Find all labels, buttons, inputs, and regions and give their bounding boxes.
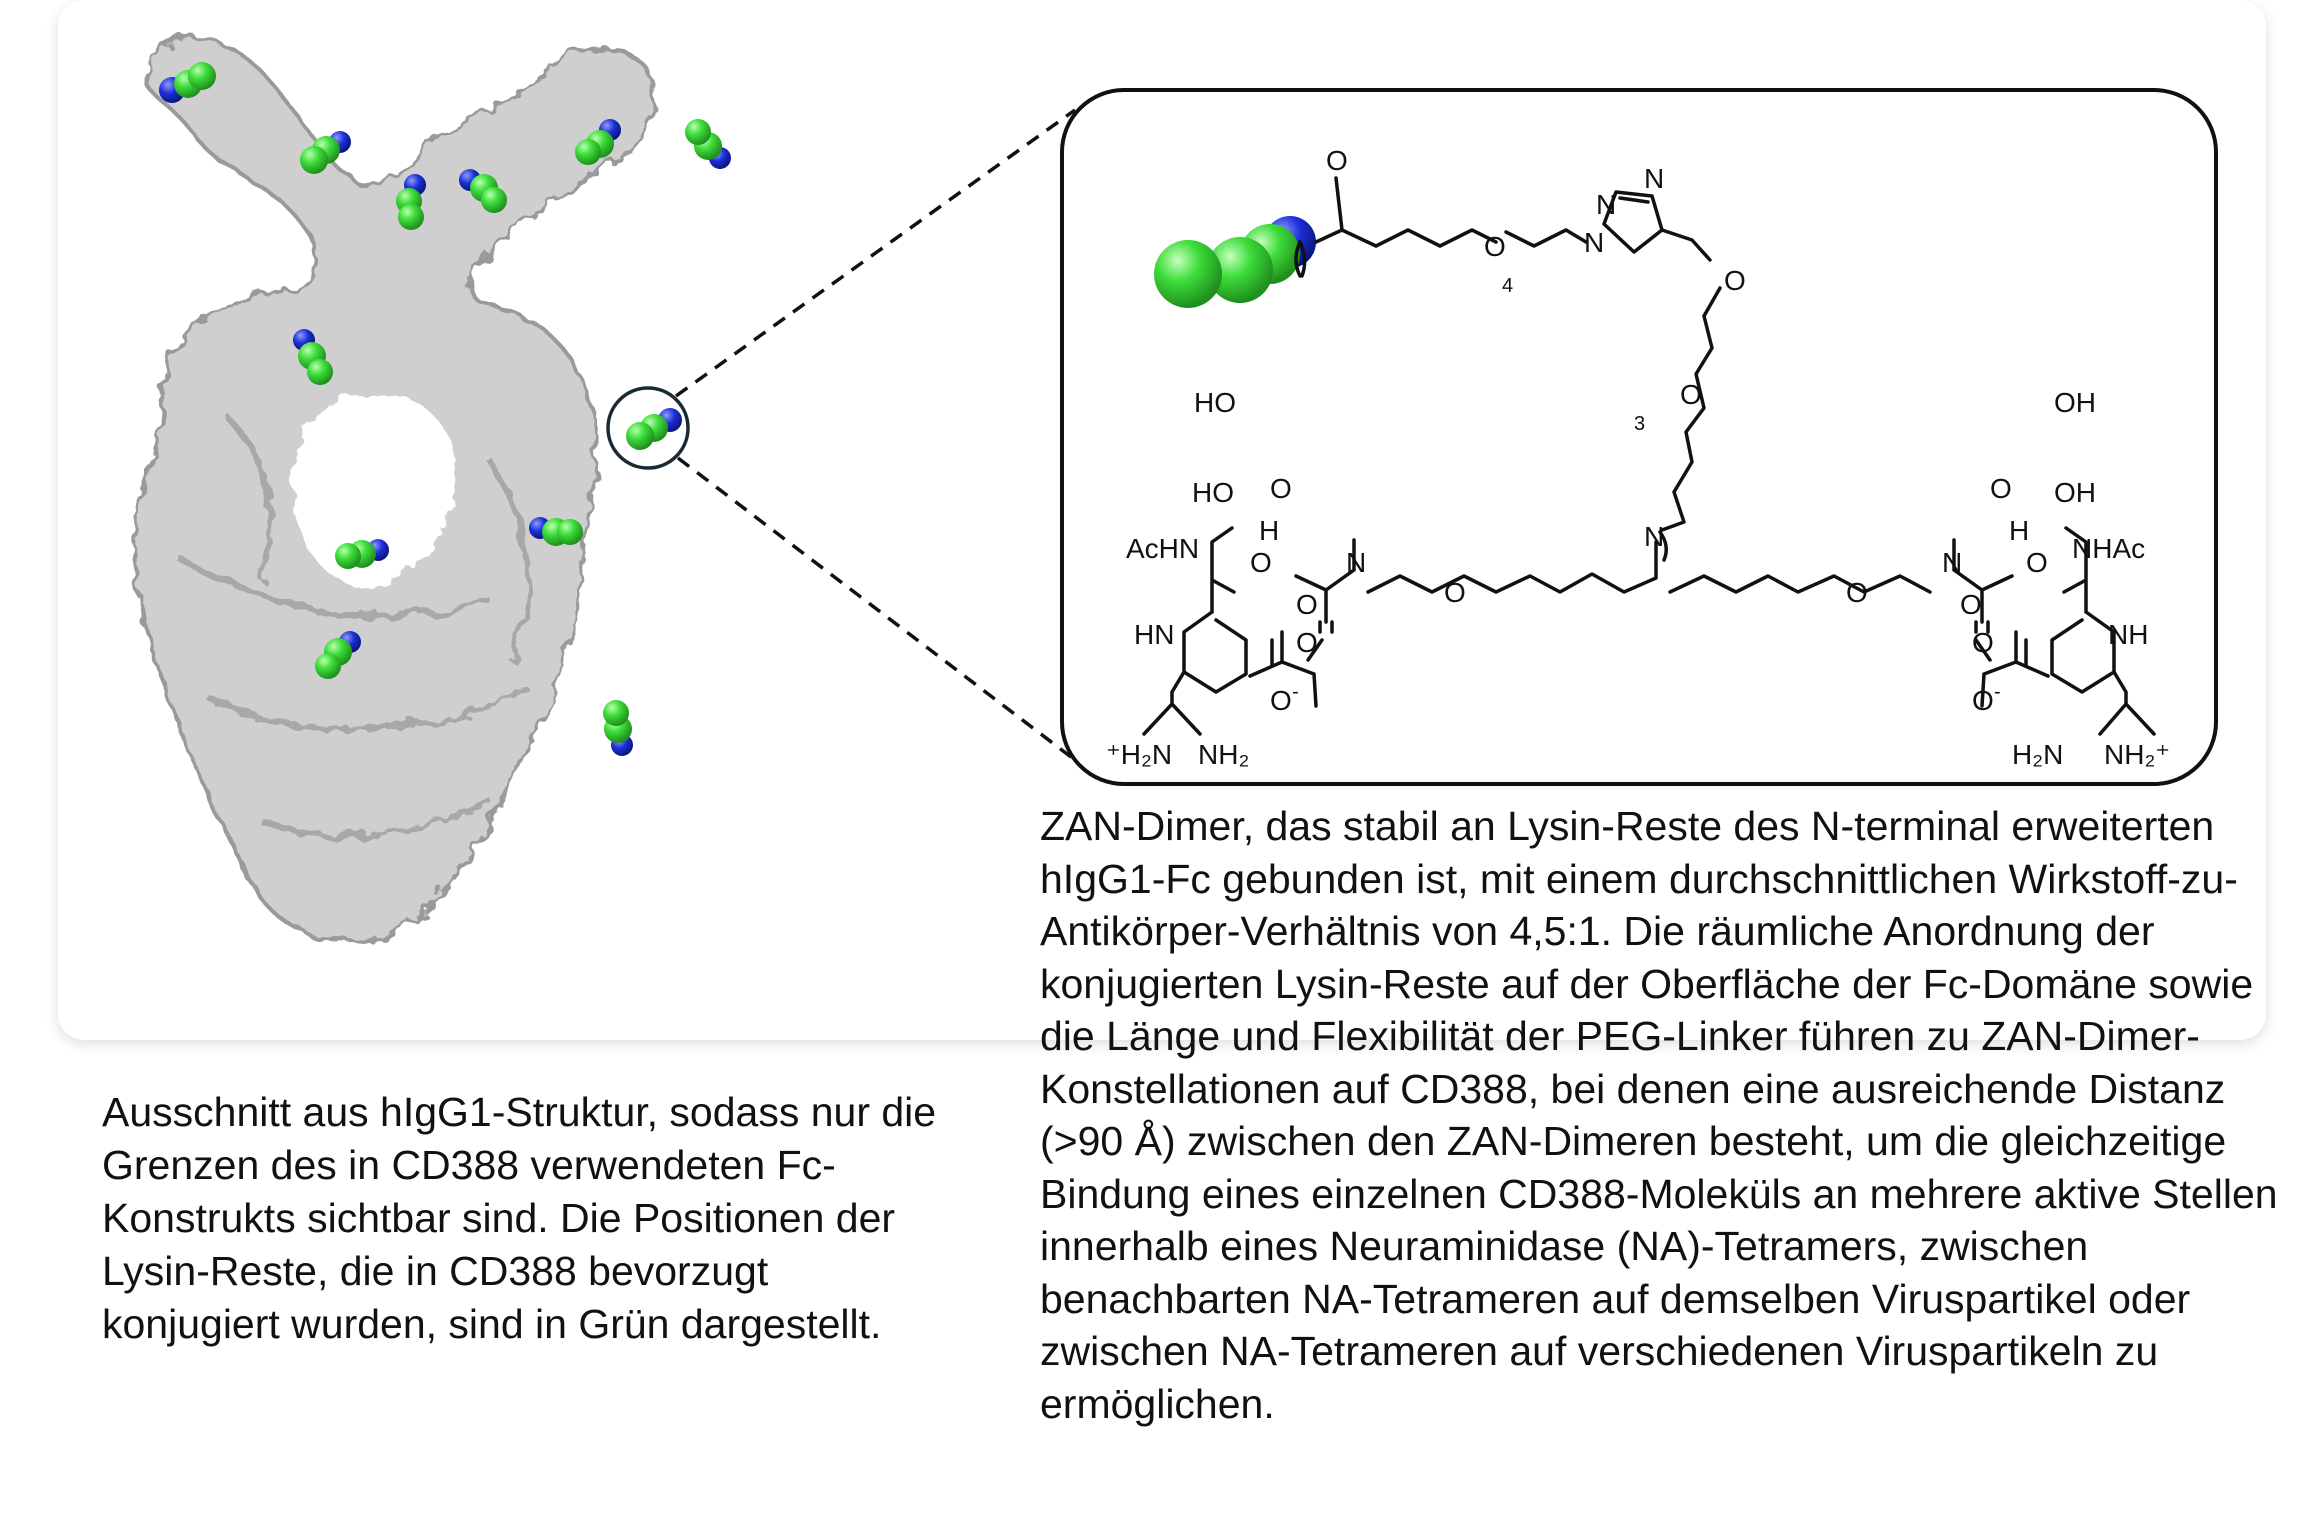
charge-minus-left: -	[1292, 681, 1299, 703]
label-ho-mid: HO	[1192, 477, 1234, 508]
fc-surface	[133, 35, 658, 943]
label-o-ring-left: O	[1250, 547, 1272, 578]
atom-labels: O O 4 N N N O O 3 N O O N N HO HO O O H …	[1106, 145, 2170, 770]
zan-dimer-structure: O O 4 N N N O O 3 N O O N N HO HO O O H …	[1106, 145, 2170, 770]
atom-n-triazole-1: N	[1584, 227, 1604, 258]
label-oh-mid: OH	[2054, 477, 2096, 508]
label-achn: AcHN	[1126, 533, 1199, 564]
atom-o-peg: O	[1484, 231, 1506, 262]
label-ho-top: HO	[1194, 387, 1236, 418]
protein-surface-illustration	[133, 35, 731, 943]
label-o-carbonyl-right: O	[1972, 627, 1994, 658]
subscript-3: 3	[1634, 413, 1645, 435]
label-hn-left: HN	[1134, 619, 1174, 650]
label-o-acid-left: O	[1296, 589, 1318, 620]
atom-n-triazole-2: N	[1596, 189, 1616, 220]
label-oh-top: OH	[2054, 387, 2096, 418]
lysine-sphere-group	[1154, 216, 1316, 308]
label-o-minus-right: O	[1972, 685, 1994, 716]
label-nh2-left: NH₂	[1198, 739, 1249, 770]
atom-n-carbamate-left: N	[1346, 547, 1366, 578]
label-o-carbamate-left: O	[1270, 473, 1292, 504]
charge-minus-right: -	[1994, 681, 2001, 703]
atom-o-carbonyl: O	[1326, 145, 1348, 176]
atom-o-chain-left: O	[1444, 577, 1466, 608]
atom-n-triazole-3: N	[1644, 163, 1664, 194]
label-nh-right: NH	[2108, 619, 2148, 650]
label-o-acid-right: O	[1960, 589, 1982, 620]
atom-o-ether-a: O	[1724, 265, 1746, 296]
label-o-ring-right: O	[2026, 547, 2048, 578]
label-o-minus-left: O	[1270, 685, 1292, 716]
caption-left: Ausschnitt aus hIgG1-Struktur, sodass nu…	[102, 1089, 937, 1347]
atom-n-carbamate-right: N	[1942, 547, 1962, 578]
label-o-carbamate-right: O	[1990, 473, 2012, 504]
label-h-right: H	[2009, 515, 2029, 546]
label-nhac: NHAc	[2072, 533, 2145, 564]
atom-o-chain-right: O	[1846, 577, 1868, 608]
caption-right: ZAN-Dimer, das stabil an Lysin-Reste des…	[1040, 803, 2278, 1427]
label-o-carbonyl-left: O	[1296, 627, 1318, 658]
label-guanidine-left: ⁺H₂N	[1106, 739, 1172, 770]
atom-n-center: N	[1644, 521, 1664, 552]
atom-o-ether-b: O	[1680, 379, 1702, 410]
label-h2n-right: H₂N	[2012, 739, 2063, 770]
molecule-structure-box: O O 4 N N N O O 3 N O O N N HO HO O O H …	[1060, 88, 2218, 786]
label-nh2plus-right: NH₂⁺	[2104, 739, 2170, 770]
subscript-4: 4	[1502, 275, 1513, 297]
label-h-left: H	[1259, 515, 1279, 546]
bonds	[1142, 176, 2156, 736]
